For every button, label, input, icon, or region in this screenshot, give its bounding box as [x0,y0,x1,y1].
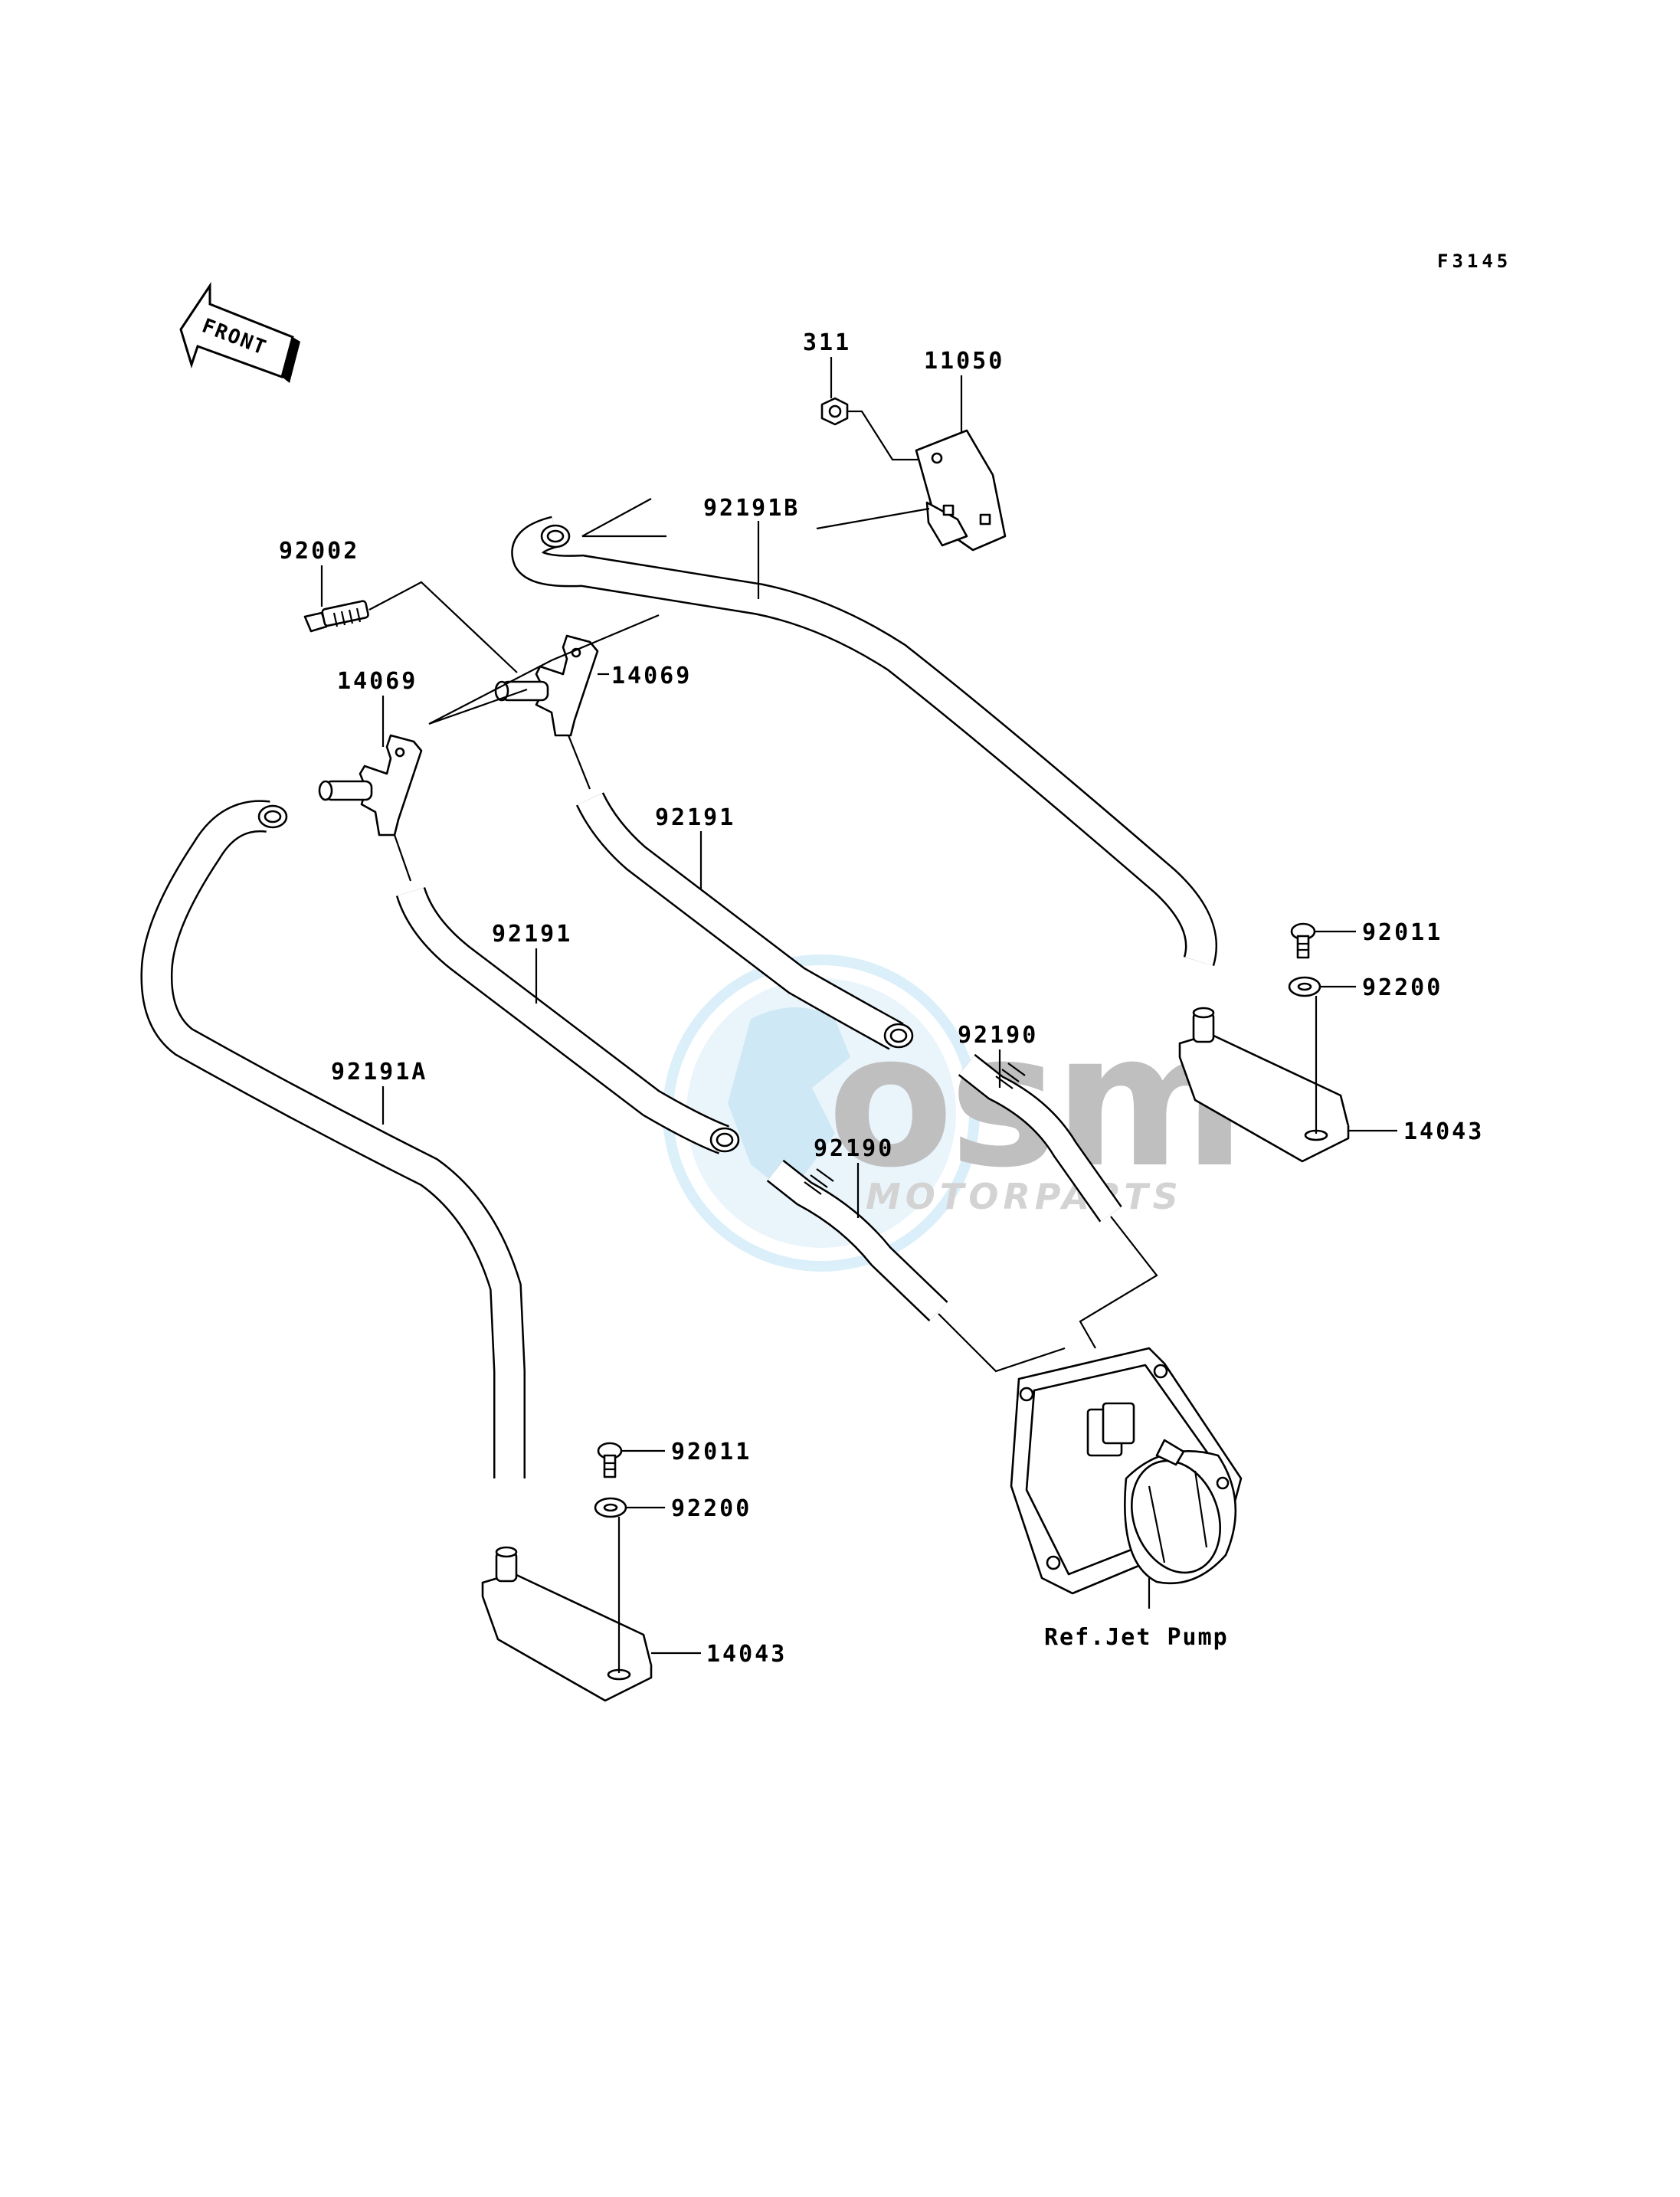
callout-92191A: 92191A [331,1059,427,1085]
jet-pump-housing [1010,1347,1243,1595]
bolt-92002 [303,600,369,633]
callout-ref-jet-pump: Ref.Jet Pump [1044,1624,1229,1651]
washer-92200-right [1288,976,1321,997]
callout-92200-left: 92200 [671,1495,752,1522]
fitting-14069-left [318,734,423,837]
callout-14043-right: 14043 [1403,1118,1484,1145]
hose-92191-upper [575,792,914,1050]
callout-92191B: 92191B [703,495,800,522]
screw-92011-right [1290,922,1316,959]
hose-92191A [140,800,526,1478]
callout-311: 311 [803,329,851,356]
figure-code: F3145 [1437,250,1511,272]
screw-92011-left [597,1442,623,1478]
callout-14069-left: 14069 [337,668,418,695]
hose-92190-upper [958,1053,1122,1223]
plate-14043-right [1178,1007,1350,1163]
callout-92011-right: 92011 [1362,919,1443,946]
callout-92011-left: 92011 [671,1439,752,1465]
callout-14069-right: 14069 [611,663,692,689]
leader-lines [320,357,1397,1673]
hose-92190-lower [766,1159,948,1321]
callout-92190-upper: 92190 [958,1022,1038,1049]
callout-92002: 92002 [279,538,359,565]
plate-14043-left [481,1546,653,1702]
callout-92191-lower: 92191 [492,921,572,948]
watermark-logo: osm MOTORPARTS [663,954,1246,1272]
washer-92200-left [594,1497,627,1518]
callout-92190-lower: 92190 [814,1135,894,1162]
hose-92191B [511,516,1217,967]
front-direction-arrow-icon: FRONT [179,282,300,383]
watermark-subtitle: MOTORPARTS [866,1176,1183,1217]
fitting-14069-right [494,634,599,737]
nut-311 [820,397,849,426]
hose-92191-lower [395,886,740,1154]
callout-14043-left: 14043 [706,1641,787,1668]
callout-92191-upper: 92191 [655,804,735,831]
bracket-11050 [915,429,1007,552]
callout-92200-right: 92200 [1362,974,1443,1001]
callout-11050: 11050 [924,348,1004,375]
